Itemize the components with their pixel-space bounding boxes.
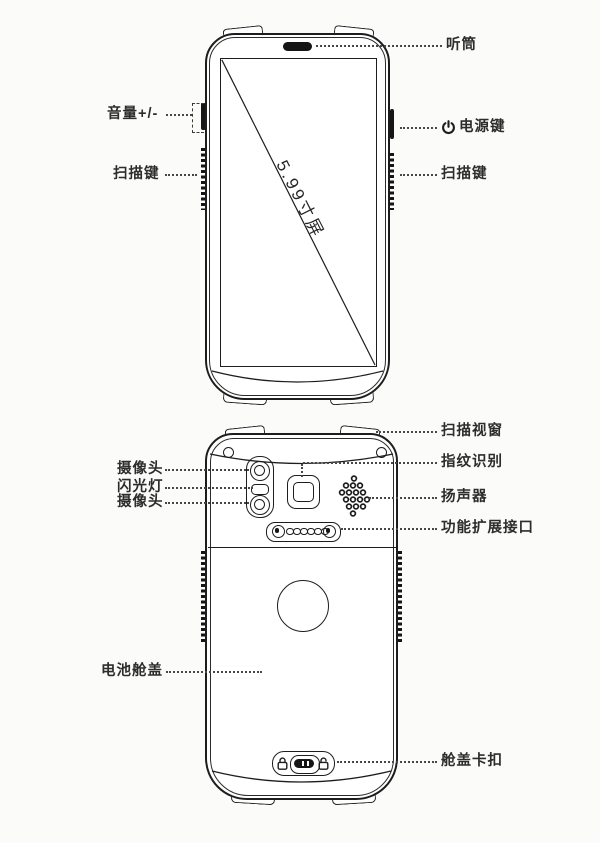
cover-latch (272, 751, 335, 776)
pogo-contact-right-pin (326, 528, 331, 533)
cover-latch-label: 舱盖卡扣 (441, 753, 503, 769)
pogo-contact-left (272, 525, 285, 539)
earpiece (283, 42, 312, 51)
lock-open-icon (318, 756, 329, 770)
power-icon (442, 120, 455, 134)
camera-top-leader-line (165, 469, 249, 471)
earpiece-label: 听筒 (446, 37, 477, 53)
corner-screw-left (222, 446, 234, 458)
latch-slider-mark (301, 760, 304, 766)
speaker-label: 扬声器 (441, 489, 488, 505)
back-view (201, 424, 402, 806)
scan-button-right (389, 153, 394, 210)
side-grip-left (201, 551, 206, 643)
back-body-inner-line (209, 437, 394, 796)
front-body-inner-line (209, 37, 386, 396)
camera-top-lens (254, 465, 266, 477)
scan-window-label: 扫描视窗 (441, 423, 503, 439)
flash-leader-line (165, 487, 253, 489)
fingerprint-leader-line-vertical (301, 464, 303, 477)
scan-window-band (209, 453, 394, 783)
power-button (389, 109, 394, 139)
flash-label: 闪光灯 (117, 479, 164, 495)
front-view: 5.99寸屏 (201, 24, 394, 406)
front-chin-curve (211, 370, 384, 383)
earpiece-leader-line (316, 45, 442, 47)
scan-key-left-leader-line (165, 174, 197, 176)
latch-slider-mark (306, 760, 309, 766)
battery-cover-leader-line (166, 671, 262, 673)
volume-leader-line (166, 114, 192, 116)
camera-bottom-lens (254, 499, 266, 511)
screen-diagonal-line (221, 59, 376, 366)
camera-top-label: 摄像头 (117, 461, 164, 477)
volume-button (201, 103, 206, 130)
camera-bottom-leader-line (165, 502, 249, 504)
expansion-port-leader-line (341, 528, 437, 530)
camera-top (250, 461, 270, 481)
pogo-contact-left-pin (275, 528, 280, 533)
speaker-grille (338, 475, 371, 517)
fingerprint-sensor (287, 475, 320, 509)
power-leader-line (400, 127, 437, 129)
fingerprint-label: 指纹识别 (441, 454, 503, 470)
side-grip-right (397, 551, 402, 643)
pogo-contact-right (323, 525, 336, 539)
latch-slider-track (289, 754, 320, 774)
battery-cover-seam (207, 547, 396, 548)
corner-screw-right (375, 446, 387, 458)
fingerprint-sensor-inner (293, 481, 314, 502)
volume-label: 音量+/- (107, 106, 159, 122)
scan-window-leader-line (376, 431, 437, 433)
fingerprint-leader-line (303, 462, 437, 464)
expansion-port-label: 功能扩展接口 (441, 520, 534, 536)
scan-key-right-label: 扫描键 (441, 166, 488, 182)
camera-bottom (250, 495, 270, 515)
camera-bottom-label: 摄像头 (117, 494, 164, 510)
back-body-outline (205, 433, 398, 800)
cover-latch-leader-line (337, 761, 437, 763)
scan-button-left (201, 148, 206, 210)
expansion-connector (266, 522, 341, 542)
scan-key-right-leader-line (400, 174, 437, 176)
scan-key-left-label: 扫描键 (113, 166, 160, 182)
lock-closed-icon (277, 756, 288, 770)
power-label: 电源键 (459, 119, 506, 135)
screen: 5.99寸屏 (220, 58, 377, 367)
latch-slider (293, 758, 314, 768)
back-logo-circle (277, 580, 329, 632)
volume-bracket (192, 103, 204, 133)
battery-cover-label: 电池舱盖 (101, 663, 163, 679)
flash-led (251, 483, 269, 495)
speaker-leader-line (369, 497, 437, 499)
